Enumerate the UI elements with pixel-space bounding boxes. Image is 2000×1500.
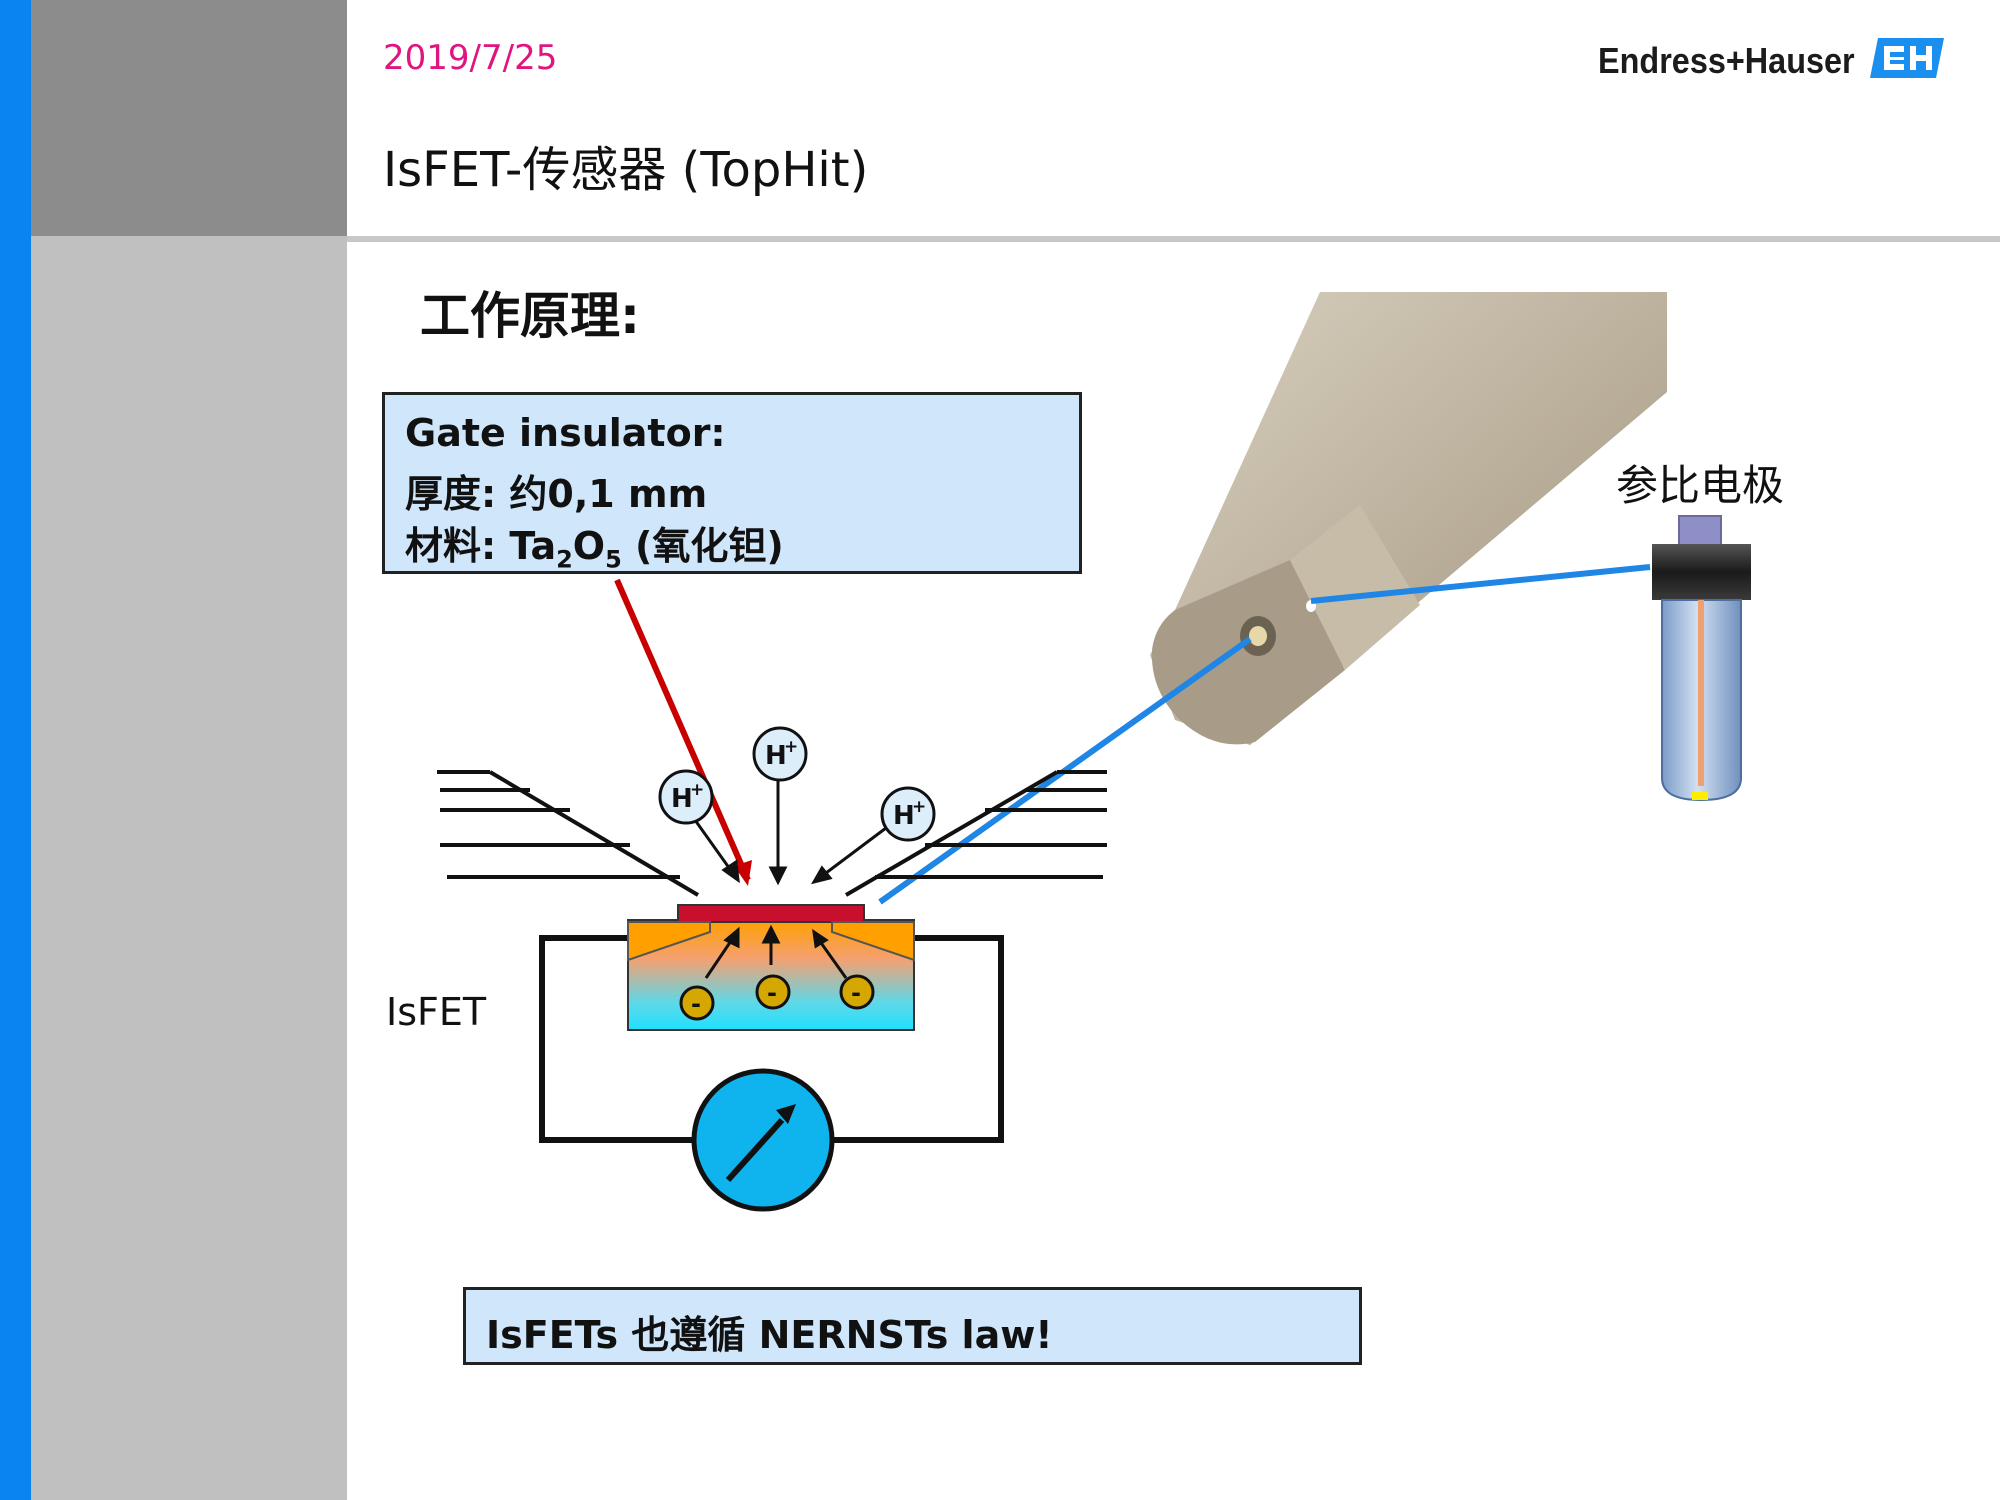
brand-name: Endress+Hauser — [1598, 40, 1855, 81]
electron-center-sign: - — [767, 979, 777, 1007]
isfet-chip — [627, 904, 915, 1031]
reference-electrode-icon — [1652, 515, 1751, 802]
isfet-label: IsFET — [386, 990, 487, 1034]
nernst-law-callout: IsFETs 也遵循 NERNSTs law! — [463, 1287, 1362, 1365]
sensor-probe-image — [1150, 292, 1667, 745]
slide-date: 2019/7/25 — [383, 38, 558, 78]
gate-material-prefix: 材料: Ta — [405, 524, 557, 568]
gate-material-sub1: 2 — [556, 545, 573, 574]
voltmeter-icon — [691, 1068, 835, 1212]
gate-insulator-heading: Gate insulator: — [405, 411, 726, 455]
proton-left-charge: + — [690, 780, 704, 800]
electron-center: - — [755, 974, 791, 1010]
proton-center-charge: + — [784, 737, 798, 757]
gate-material-suffix: (氧化钽) — [621, 524, 784, 568]
proton-ion-left: H + — [658, 769, 714, 825]
left-body-panel — [31, 236, 347, 1500]
electron-right-sign: - — [851, 979, 861, 1007]
measurement-circuit — [539, 935, 1004, 1143]
gate-pointer-line — [614, 578, 751, 882]
left-accent-bar — [0, 0, 31, 1500]
nernst-law-text: IsFETs 也遵循 NERNSTs law! — [486, 1313, 1053, 1357]
electron-left-sign: - — [691, 990, 701, 1018]
slide-title: IsFET-传感器 (TopHit) — [383, 142, 869, 198]
proton-ion-right: H + — [880, 786, 936, 842]
gate-thickness-text: 厚度: 约0,1 mm — [405, 472, 708, 516]
electron-left: - — [679, 985, 715, 1021]
proton-right-symbol: H — [893, 801, 915, 831]
electron-arrows — [704, 924, 848, 979]
reference-pointer-line — [1310, 564, 1651, 604]
brand-logo: Endress+Hauser — [1598, 36, 1944, 86]
proton-arrows — [693, 780, 887, 886]
proton-center-symbol: H — [765, 741, 787, 771]
proton-ion-center: H + — [752, 726, 808, 782]
section-heading: 工作原理: — [420, 287, 640, 345]
reference-electrode-label: 参比电极 — [1616, 461, 1785, 510]
header-divider — [347, 236, 2000, 242]
gate-insulator-callout: Gate insulator: 厚度: 约0,1 mm 材料: Ta2O5 (氧… — [382, 392, 1082, 574]
gate-pointer-arrowhead — [734, 860, 752, 886]
sensor-housing-layers — [437, 770, 1107, 897]
gate-material-mid: O — [572, 524, 606, 568]
gate-material-text: 材料: Ta2O5 (氧化钽) — [405, 515, 784, 574]
gate-material-sub2: 5 — [605, 545, 622, 574]
proton-right-charge: + — [912, 797, 926, 817]
brand-mark-icon — [1870, 38, 1944, 78]
left-header-panel — [31, 0, 347, 236]
electron-right: - — [839, 974, 875, 1010]
proton-left-symbol: H — [671, 784, 693, 814]
